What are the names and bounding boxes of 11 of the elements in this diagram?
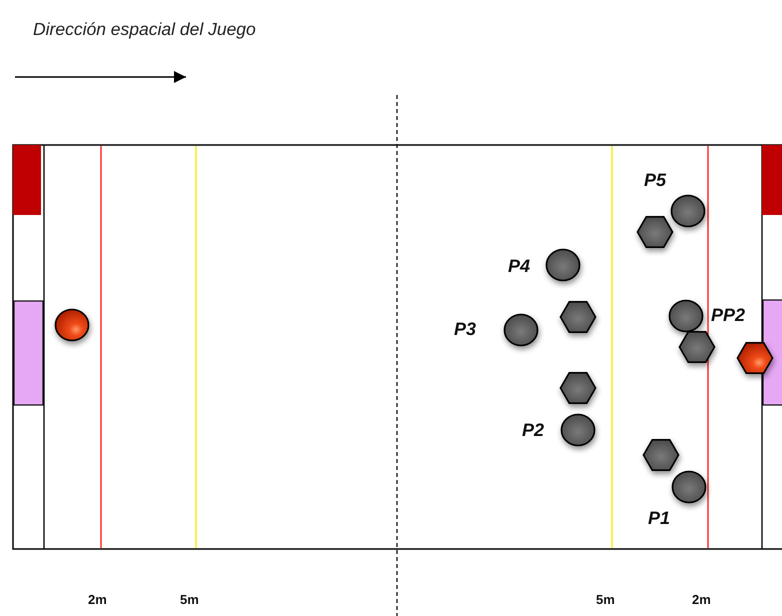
player-label: P5 [644,170,666,191]
player-label: P1 [648,508,670,529]
distance-label: 5m [180,592,199,607]
distance-label: 5m [596,592,615,607]
player-label: P4 [508,256,530,277]
distance-label: 2m [88,592,107,607]
distance-label: 2m [692,592,711,607]
title: Dirección espacial del Juego [33,19,256,40]
player-label: P3 [454,319,476,340]
player-label: P2 [522,420,544,441]
player-label: PP2 [711,305,746,326]
